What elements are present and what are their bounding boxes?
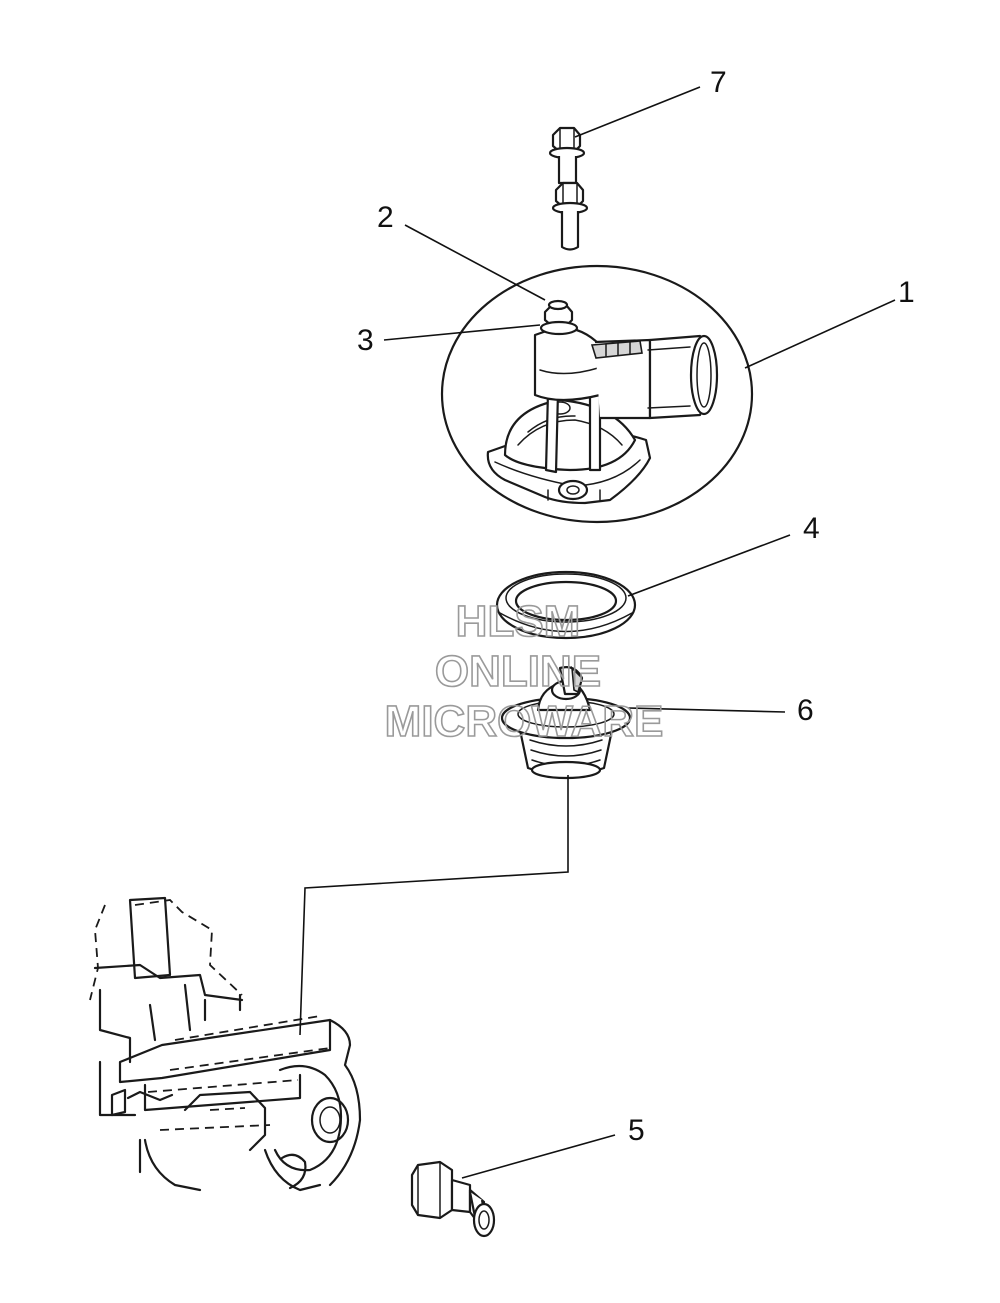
watermark-line-1: HLSM: [456, 597, 581, 646]
seal-ring-part-4: [495, 570, 637, 640]
thermostat-part-6: [500, 665, 632, 780]
callout-5: 5: [628, 1114, 645, 1147]
callout-3: 3: [357, 324, 374, 357]
thermostat-housing-part-1: [440, 264, 754, 524]
callout-4: 4: [803, 512, 820, 545]
watermark-line-3: MICROWARE: [385, 697, 664, 746]
callout-2: 2: [377, 201, 394, 234]
callout-7: 7: [710, 66, 727, 99]
leader-lines: [299, 86, 896, 1179]
bolt-part-7: [548, 126, 589, 251]
engine-block: [89, 896, 362, 1192]
callout-6: 6: [797, 694, 814, 727]
callout-labels: 7 2 1 3 4 6 5: [357, 66, 915, 1147]
watermark: HLSM ONLINE MICROWARE: [384, 596, 664, 747]
watermark-line-2: ONLINE: [435, 647, 601, 696]
callout-1: 1: [898, 276, 915, 309]
hose-fitting-part-5: [410, 1160, 496, 1238]
